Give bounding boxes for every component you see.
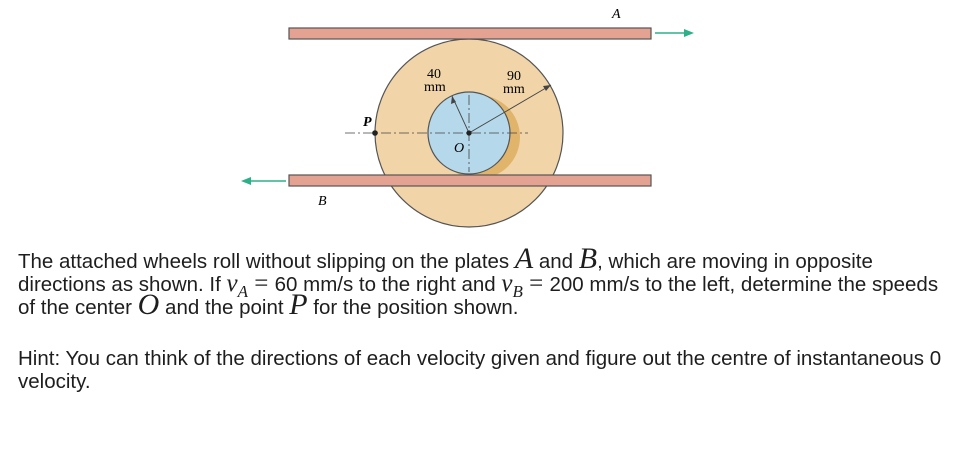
- plate-a: [288, 27, 652, 40]
- wheel-diagram: A B P O 40 mm 90 mm: [241, 7, 694, 228]
- plate-b-label: B: [318, 194, 327, 209]
- point-p-dot: [372, 130, 378, 136]
- inner-radius-unit: mm: [424, 80, 446, 95]
- inner-radius-arrowhead: [451, 96, 456, 104]
- symbol-o: O: [137, 288, 160, 321]
- inner-radius-value: 40: [427, 67, 441, 82]
- arrow-right-icon: [655, 29, 694, 37]
- outer-radius-unit: mm: [503, 82, 525, 97]
- problem-text: The attached wheels roll without slippin…: [18, 242, 939, 321]
- outer-radius-value: 90: [507, 69, 521, 84]
- center-o-label: O: [454, 141, 464, 156]
- arrow-left-icon: [241, 177, 286, 185]
- velocity-a-symbol: vA: [226, 270, 249, 301]
- plate-a-label: A: [611, 7, 621, 22]
- problem-statement: The attached wheels roll without slippin…: [18, 242, 953, 394]
- outer-radius-arrowhead: [543, 85, 551, 91]
- center-o-dot: [466, 130, 472, 136]
- hint-text: Hint: You can think of the directions of…: [18, 347, 942, 393]
- point-p-label: P: [363, 115, 372, 130]
- symbol-p: P: [289, 288, 308, 321]
- velocity-b-symbol: vB: [501, 270, 523, 301]
- symbol-b: B: [578, 242, 598, 275]
- symbol-a: A: [514, 242, 534, 275]
- outer-radius-line: [468, 84, 552, 134]
- plate-b: [288, 174, 652, 187]
